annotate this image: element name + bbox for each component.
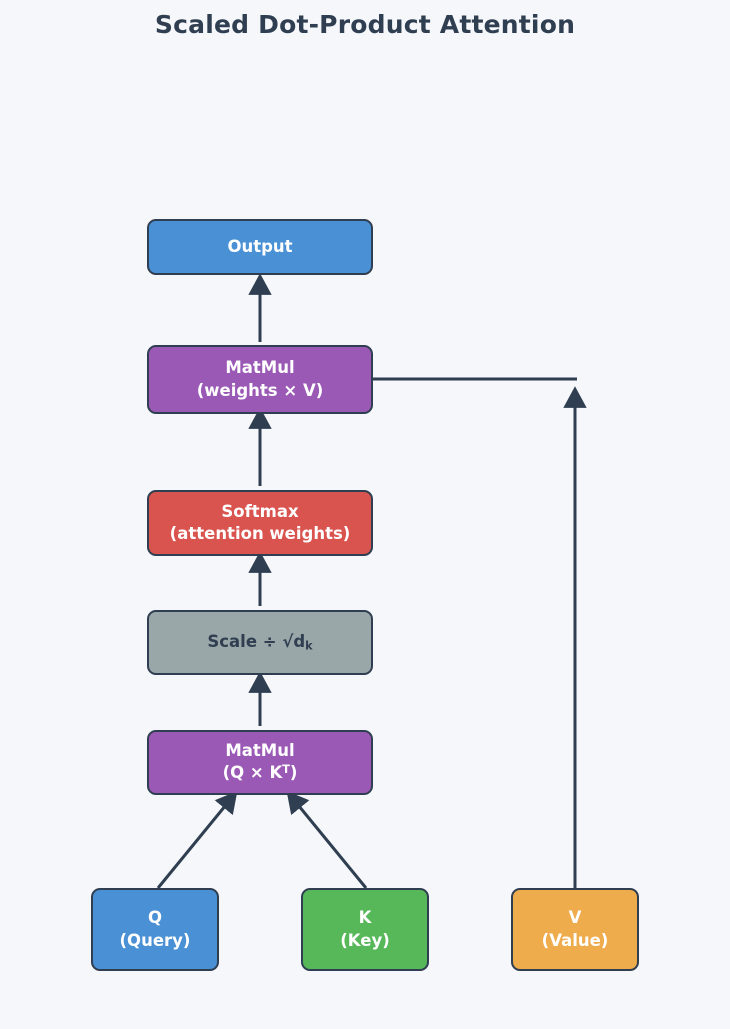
node-softmax-label: Softmax: [221, 501, 299, 521]
page-title: Scaled Dot-Product Attention: [154, 10, 576, 39]
node-key[interactable]: K (Key): [301, 888, 429, 971]
node-matmul-weights-v-label: MatMul: [225, 358, 295, 378]
node-query[interactable]: Q (Query): [91, 888, 219, 971]
node-softmax[interactable]: Softmax (attention weights): [147, 490, 373, 556]
node-matmul-q-kt[interactable]: MatMul (Q × KT): [147, 730, 373, 795]
node-value-sublabel: (Value): [541, 930, 609, 950]
node-scale[interactable]: Scale ÷ √dk: [147, 610, 373, 675]
node-query-sublabel: (Query): [119, 930, 191, 950]
edge-query-to-matmul-qk: [156, 790, 238, 889]
node-value-label: V: [568, 908, 582, 928]
node-softmax-sublabel: (attention weights): [169, 524, 351, 543]
edge-key-to-matmul-qk: [286, 790, 368, 889]
node-matmul-q-kt-label: MatMul: [225, 741, 295, 761]
node-scale-label: Scale ÷ √dk: [207, 632, 313, 653]
node-matmul-q-kt-sublabel: (Q × KT): [222, 763, 298, 783]
node-scale-subscript: k: [305, 639, 313, 653]
node-key-label: K: [358, 908, 372, 928]
node-key-sublabel: (Key): [340, 930, 390, 950]
node-query-label: Q: [147, 908, 163, 928]
node-matmul-weights-v[interactable]: MatMul (weights × V): [147, 345, 373, 414]
node-value[interactable]: V (Value): [511, 888, 639, 971]
node-output-label: Output: [227, 236, 293, 256]
node-matmul-q-kt-superscript: T: [282, 763, 290, 777]
node-matmul-weights-v-sublabel: (weights × V): [196, 380, 324, 400]
node-output[interactable]: Output: [147, 219, 373, 275]
